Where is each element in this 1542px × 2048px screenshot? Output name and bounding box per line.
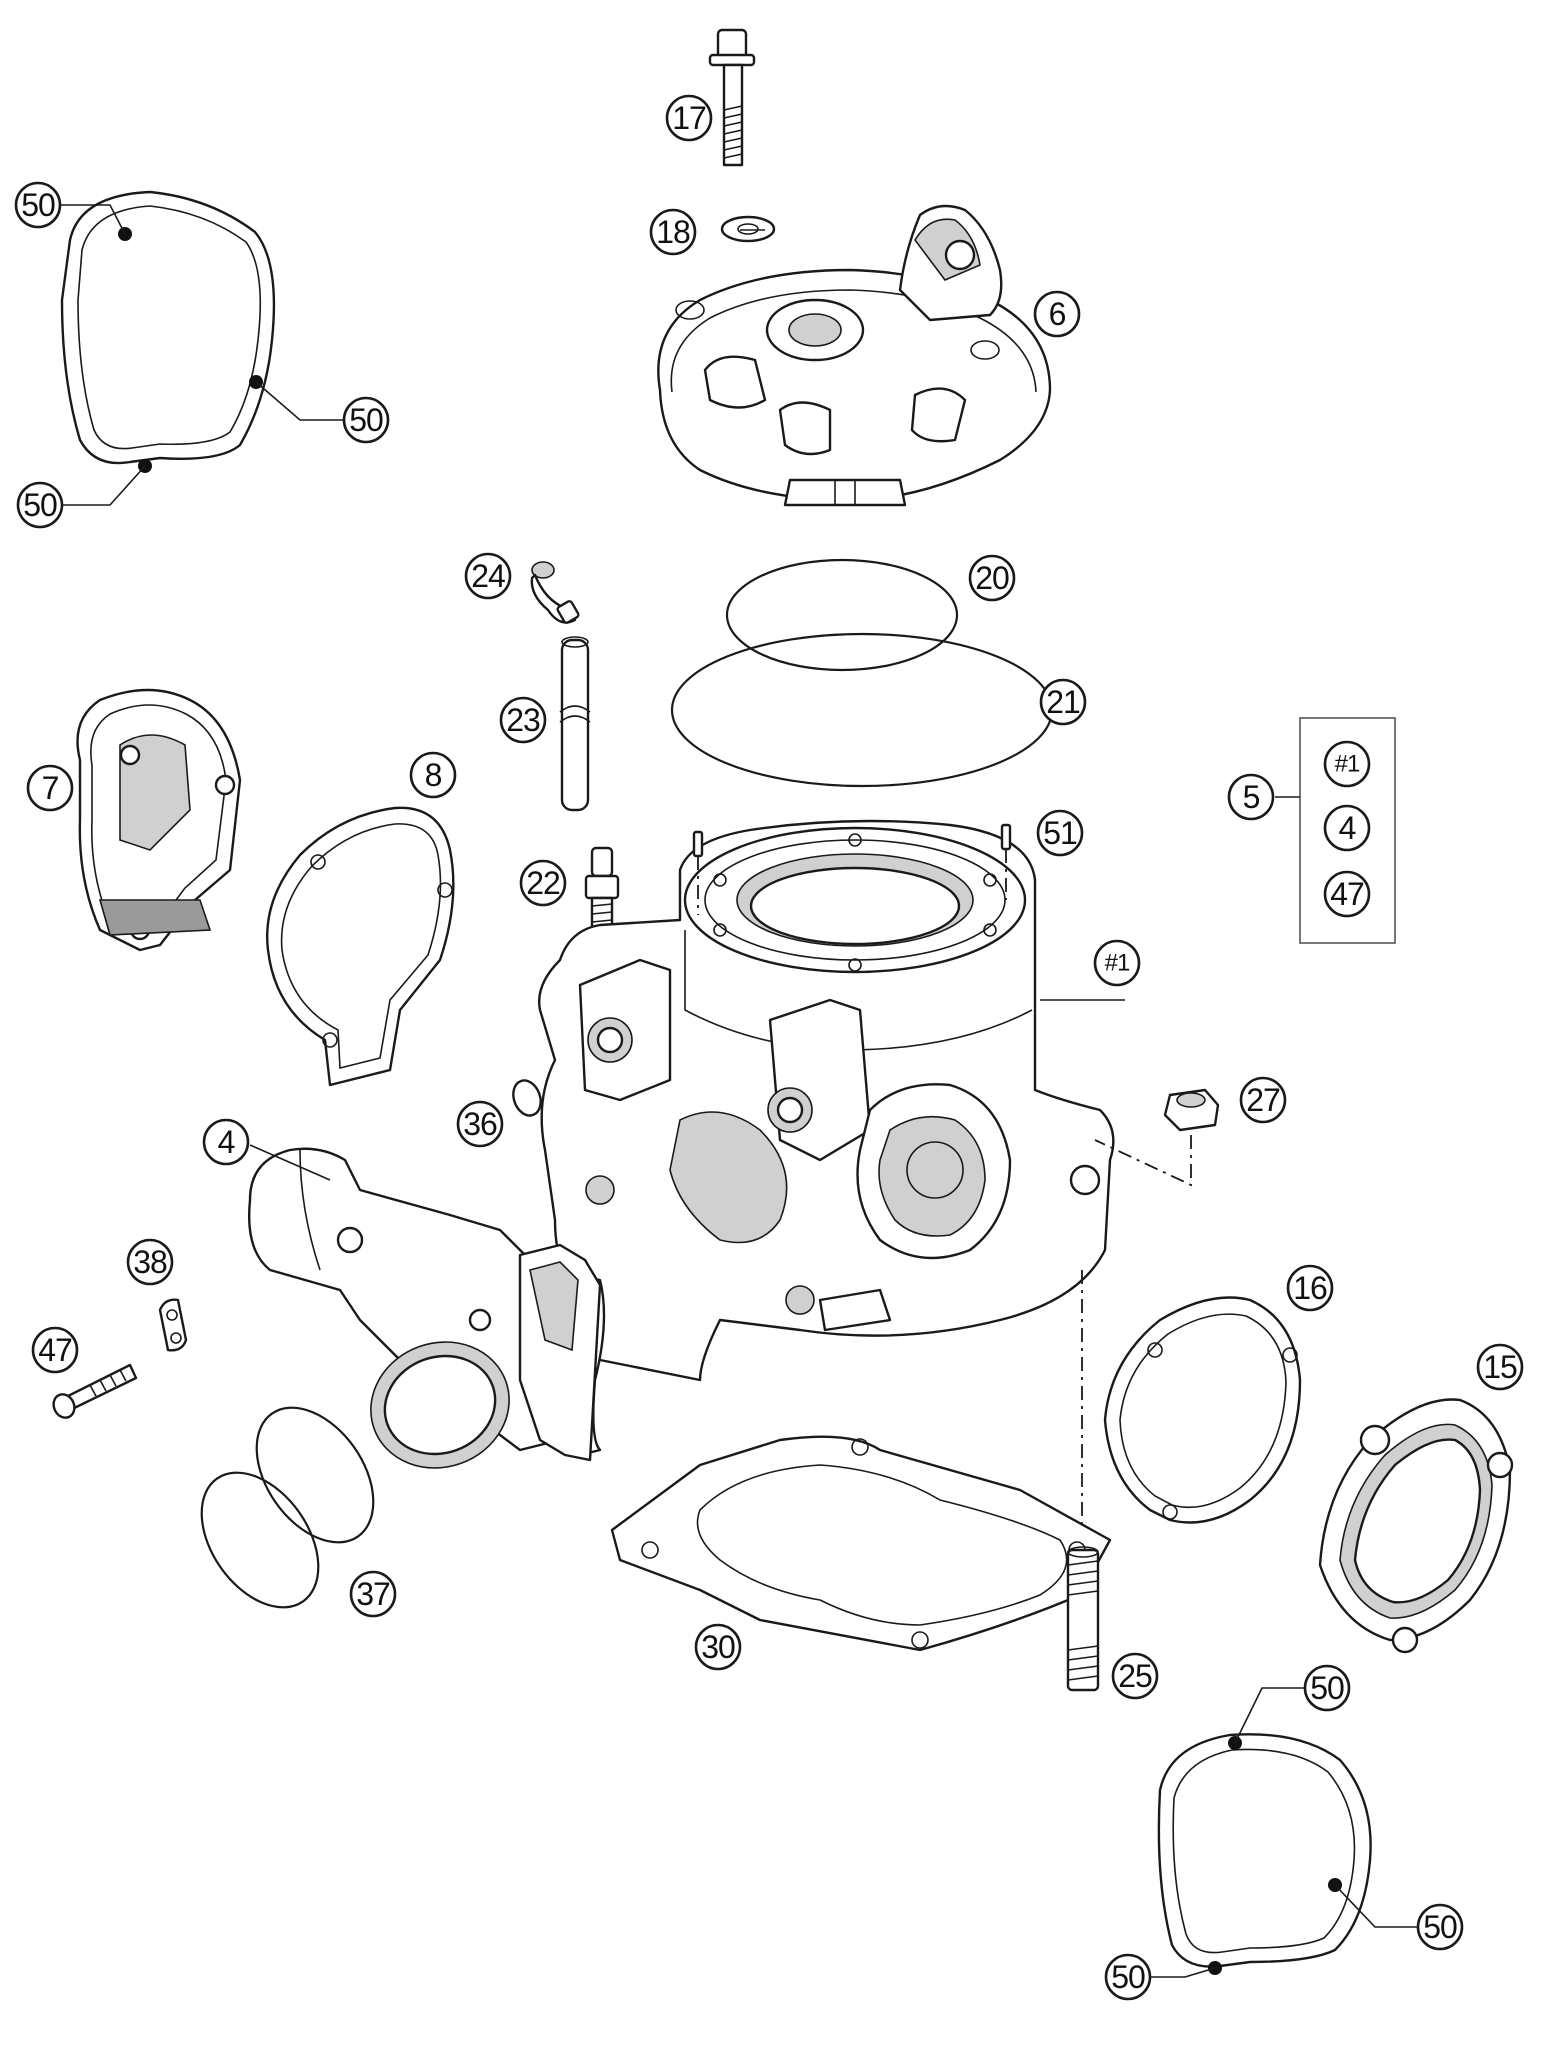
callout-38: 38 bbox=[126, 1238, 174, 1286]
callout-50-bottom-right-3: 50 bbox=[1104, 1953, 1152, 2001]
callout-label: 6 bbox=[1049, 296, 1066, 332]
callout-15: 15 bbox=[1476, 1343, 1524, 1391]
callout-18: 18 bbox=[649, 208, 697, 256]
base-gasket-30 bbox=[610, 1435, 1112, 1652]
callout-51: 51 bbox=[1036, 809, 1084, 857]
cylinder-head-6 bbox=[657, 204, 1052, 507]
leader-lines bbox=[249, 229, 1125, 1181]
o-rings-37 bbox=[200, 1406, 375, 1609]
callout-label: 17 bbox=[672, 100, 706, 136]
callout-37: 37 bbox=[349, 1570, 397, 1618]
dowel-pins-51 bbox=[692, 823, 1012, 915]
callout-label: 5 bbox=[1243, 779, 1260, 815]
callout-label: 50 bbox=[1423, 1909, 1457, 1945]
callout-24: 24 bbox=[464, 552, 512, 600]
gasket-50-top-left bbox=[60, 190, 345, 506]
callout-label: 22 bbox=[526, 865, 560, 901]
washer-18 bbox=[720, 215, 776, 243]
cover-15 bbox=[1318, 1398, 1514, 1654]
o-ring-21 bbox=[670, 632, 1054, 788]
callout-label: 23 bbox=[506, 702, 540, 738]
kit-item-47: 47 bbox=[1323, 870, 1371, 918]
callout-47: 47 bbox=[31, 1326, 79, 1374]
callout-label: 38 bbox=[133, 1244, 167, 1280]
callout-label: 21 bbox=[1046, 684, 1080, 720]
callout-label: 7 bbox=[42, 770, 59, 806]
washer-plate-38 bbox=[158, 1298, 188, 1352]
callout-21: 21 bbox=[1039, 678, 1087, 726]
callout-label: 37 bbox=[356, 1576, 390, 1612]
callout-label: #1 bbox=[1105, 950, 1130, 977]
callout-50-top-left-2: 50 bbox=[342, 396, 390, 444]
callout-27: 27 bbox=[1239, 1076, 1287, 1124]
cover-7 bbox=[76, 688, 242, 952]
callout-17: 17 bbox=[665, 94, 713, 142]
screw-47 bbox=[52, 1363, 138, 1419]
callout-22: 22 bbox=[519, 859, 567, 907]
callout-16: 16 bbox=[1286, 1264, 1334, 1312]
callout-label: 50 bbox=[1310, 1670, 1344, 1706]
callout-8: 8 bbox=[409, 751, 457, 799]
stud-25 bbox=[1066, 1546, 1100, 1692]
callout-label: 4 bbox=[218, 1124, 235, 1160]
hose-23 bbox=[559, 636, 591, 812]
callout-25: 25 bbox=[1111, 1652, 1159, 1700]
callout-label: 51 bbox=[1043, 815, 1077, 851]
gasket-8 bbox=[266, 806, 455, 1087]
callout-label: 47 bbox=[1330, 876, 1364, 912]
kit-item-1: #1 bbox=[1323, 740, 1371, 788]
callout-label: 25 bbox=[1118, 1658, 1152, 1694]
cylinder-1 bbox=[538, 819, 1115, 1382]
nut-27 bbox=[1081, 1088, 1220, 1560]
callout-50-top-left-1: 50 bbox=[14, 181, 62, 229]
callout-5: 5 bbox=[1227, 773, 1275, 821]
o-ring-36 bbox=[512, 1079, 542, 1117]
callout-label: 27 bbox=[1246, 1082, 1280, 1118]
kit-item-4: 4 bbox=[1323, 804, 1371, 852]
gasket-16 bbox=[1103, 1296, 1302, 1524]
callout-label: 8 bbox=[425, 757, 442, 793]
fitting-22 bbox=[584, 846, 620, 932]
callout-6: 6 bbox=[1033, 290, 1081, 338]
callout-4: 4 bbox=[202, 1118, 250, 1166]
callout-1: #1 bbox=[1093, 939, 1141, 987]
bolt-17 bbox=[708, 28, 756, 167]
callout-label: #1 bbox=[1335, 751, 1360, 778]
callout-label: 50 bbox=[1111, 1959, 1145, 1995]
callout-50-top-left-3: 50 bbox=[16, 481, 64, 529]
intake-manifold-4 bbox=[248, 1147, 606, 1469]
callout-7: 7 bbox=[26, 764, 74, 812]
callout-label: 24 bbox=[471, 558, 505, 594]
callout-label: 36 bbox=[463, 1106, 497, 1142]
callout-label: 4 bbox=[1339, 810, 1356, 846]
elbow-fitting-24 bbox=[530, 561, 580, 624]
callout-label: 47 bbox=[38, 1332, 72, 1368]
callout-label: 15 bbox=[1483, 1349, 1517, 1385]
callout-30: 30 bbox=[694, 1623, 742, 1671]
gasket-50-bottom-right bbox=[1150, 1687, 1418, 1978]
callout-label: 18 bbox=[656, 214, 690, 250]
callout-label: 50 bbox=[21, 187, 55, 223]
callout-36: 36 bbox=[456, 1100, 504, 1148]
callout-label: 50 bbox=[349, 402, 383, 438]
callout-23: 23 bbox=[499, 696, 547, 744]
o-ring-20 bbox=[725, 558, 959, 672]
callout-50-bottom-right-2: 50 bbox=[1416, 1903, 1464, 1951]
callout-20: 20 bbox=[968, 554, 1016, 602]
callout-label: 20 bbox=[975, 560, 1009, 596]
callout-label: 30 bbox=[701, 1629, 735, 1665]
callout-50-bottom-right-1: 50 bbox=[1303, 1664, 1351, 1712]
callout-label: 16 bbox=[1293, 1270, 1327, 1306]
callout-label: 50 bbox=[23, 487, 57, 523]
